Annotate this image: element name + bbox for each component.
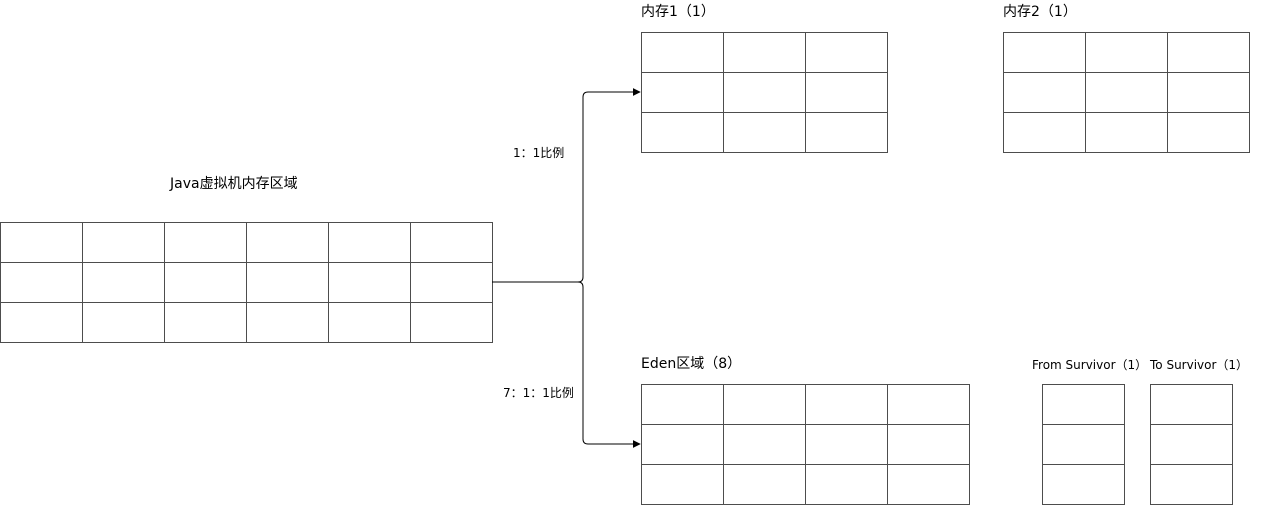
mem2-cell <box>1004 73 1086 113</box>
mem2-title: 内存2（1） <box>1003 4 1077 20</box>
eden-cell <box>806 465 888 505</box>
mem2-cell <box>1086 33 1168 73</box>
mem1-cell <box>806 73 888 113</box>
jvm-cell <box>411 263 493 303</box>
jvm-cell <box>329 263 411 303</box>
mem2-cell <box>1168 113 1250 153</box>
jvm-cell <box>165 263 247 303</box>
eden-cell <box>724 385 806 425</box>
eden-cell <box>806 385 888 425</box>
from-survivor-grid <box>1042 384 1125 505</box>
eden-title: Eden区域（8） <box>641 356 742 372</box>
to-survivor-cell <box>1151 385 1233 425</box>
eden-cell <box>724 425 806 465</box>
mem1-cell <box>642 113 724 153</box>
to-survivor-cell <box>1151 425 1233 465</box>
jvm-cell <box>411 223 493 263</box>
jvm-cell <box>1 263 83 303</box>
jvm-cell <box>247 263 329 303</box>
mem1-title: 内存1（1） <box>641 4 715 20</box>
jvm-title: Java虚拟机内存区域 <box>170 176 298 192</box>
jvm-cell <box>247 223 329 263</box>
eden-cell <box>642 385 724 425</box>
mem1-cell <box>724 73 806 113</box>
jvm-cell <box>165 223 247 263</box>
mem1-grid <box>641 32 888 153</box>
edge-label-1-1: 1：1比例 <box>513 146 565 160</box>
mem2-cell <box>1086 113 1168 153</box>
jvm-cell <box>247 303 329 343</box>
jvm-cell <box>165 303 247 343</box>
mem2-cell <box>1168 73 1250 113</box>
mem2-grid <box>1003 32 1250 153</box>
mem1-cell <box>724 113 806 153</box>
to-survivor-grid <box>1150 384 1233 505</box>
eden-cell <box>642 425 724 465</box>
jvm-cell <box>329 303 411 343</box>
mem1-cell <box>724 33 806 73</box>
eden-cell <box>888 465 970 505</box>
jvm-cell <box>411 303 493 343</box>
from-survivor-cell <box>1043 425 1125 465</box>
eden-cell <box>888 425 970 465</box>
connector-jvm-to-eden <box>492 281 641 448</box>
eden-cell <box>642 465 724 505</box>
mem2-cell <box>1168 33 1250 73</box>
mem1-cell <box>806 113 888 153</box>
eden-grid <box>641 384 970 505</box>
from-survivor-cell <box>1043 385 1125 425</box>
from-survivor-title: From Survivor（1） <box>1032 358 1148 372</box>
mem1-cell <box>642 33 724 73</box>
mem2-cell <box>1004 33 1086 73</box>
jvm-cell <box>1 223 83 263</box>
jvm-cell <box>1 303 83 343</box>
edge-label-7-1-1: 7：1：1比例 <box>503 386 574 400</box>
mem1-cell <box>806 33 888 73</box>
connector-jvm-to-mem1 <box>492 88 641 283</box>
eden-cell <box>806 425 888 465</box>
mem2-cell <box>1004 113 1086 153</box>
mem1-cell <box>642 73 724 113</box>
jvm-cell <box>329 223 411 263</box>
jvm-memory-grid <box>0 222 493 343</box>
jvm-cell <box>83 303 165 343</box>
to-survivor-title: To Survivor（1） <box>1150 358 1249 372</box>
eden-cell <box>888 385 970 425</box>
jvm-cell <box>83 223 165 263</box>
mem2-cell <box>1086 73 1168 113</box>
jvm-cell <box>83 263 165 303</box>
